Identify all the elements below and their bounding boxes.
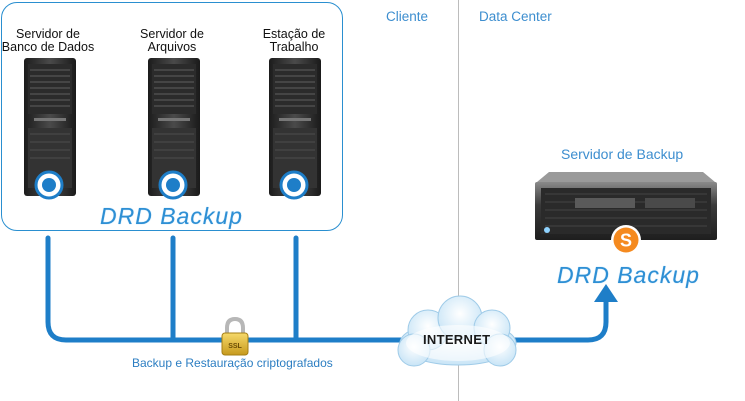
region-divider [458,0,459,401]
network-lines [45,235,609,343]
client-brand-text: DRD Backup [100,203,243,229]
encryption-caption: Backup e Restauração criptografados [132,356,333,370]
internet-cloud-icon [397,295,517,367]
backup-logo-icon: S [611,225,641,255]
tower-server-workstation [269,58,321,196]
ssl-lock-icon: SSL [221,316,249,356]
internet-label: INTERNET [423,332,491,347]
arrow-head [594,284,618,302]
rack-server [535,172,717,240]
backup-server-label: Servidor de Backup [561,146,684,162]
region-label-datacenter: Data Center [479,9,552,24]
svg-text:S: S [620,231,632,251]
svg-text:SSL: SSL [228,343,242,350]
tower-server-files [148,58,200,196]
agent-badge-icon [158,170,188,200]
agent-badge-icon [34,170,64,200]
tower-server-database [24,58,76,196]
region-label-client: Cliente [386,9,429,24]
agent-badge-icon [279,170,309,200]
server-brand-text: DRD Backup [557,262,700,288]
